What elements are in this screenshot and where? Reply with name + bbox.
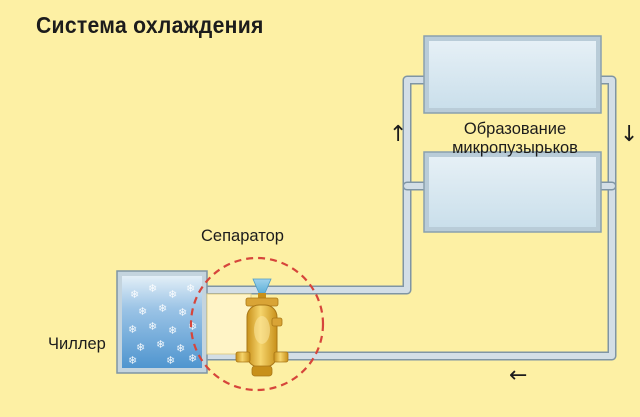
svg-text:❄: ❄: [168, 324, 177, 337]
separator-unit: [235, 278, 289, 377]
svg-text:❄: ❄: [188, 320, 197, 333]
svg-text:❄: ❄: [148, 282, 157, 295]
svg-text:❄: ❄: [166, 354, 175, 367]
svg-text:❄: ❄: [186, 282, 195, 295]
separator-panel: [206, 293, 252, 355]
svg-text:❄: ❄: [188, 352, 197, 365]
svg-text:❄: ❄: [156, 338, 165, 351]
separator-label: Сепаратор: [201, 227, 284, 245]
svg-text:❄: ❄: [178, 306, 187, 319]
microbubbles-label-line1: Образование: [463, 120, 567, 138]
svg-text:❄: ❄: [148, 320, 157, 333]
svg-text:❄: ❄: [128, 354, 137, 367]
supply-pipe: [200, 75, 433, 295]
chiller-label: Чиллер: [48, 335, 106, 353]
lower-tank: [423, 151, 602, 233]
flow-left-arrow-icon: ←: [509, 363, 528, 388]
svg-text:❄: ❄: [136, 341, 145, 354]
flow-down-arrow-icon: ↓: [620, 122, 639, 147]
snowflake-icons: ❄❄❄❄ ❄❄❄ ❄❄❄❄ ❄❄❄ ❄❄❄: [128, 282, 197, 367]
upper-tank: [423, 35, 602, 114]
svg-text:❄: ❄: [176, 342, 185, 355]
svg-text:❄: ❄: [130, 288, 139, 301]
separator-highlight-circle: [189, 256, 325, 392]
page-title: Система охлаждения: [36, 12, 264, 38]
microbubbles-label-line2: микропузырьков: [452, 139, 578, 157]
pipe-network: [200, 75, 617, 361]
svg-text:❄: ❄: [128, 323, 137, 336]
chiller-unit: ❄❄❄❄ ❄❄❄ ❄❄❄❄ ❄❄❄ ❄❄❄: [116, 270, 208, 374]
microbubbles-label: Образование микропузырьков: [438, 120, 592, 158]
svg-text:❄: ❄: [158, 302, 167, 315]
svg-text:❄: ❄: [138, 305, 147, 318]
svg-text:❄: ❄: [168, 288, 177, 301]
flow-up-arrow-icon: ↑: [389, 122, 408, 147]
